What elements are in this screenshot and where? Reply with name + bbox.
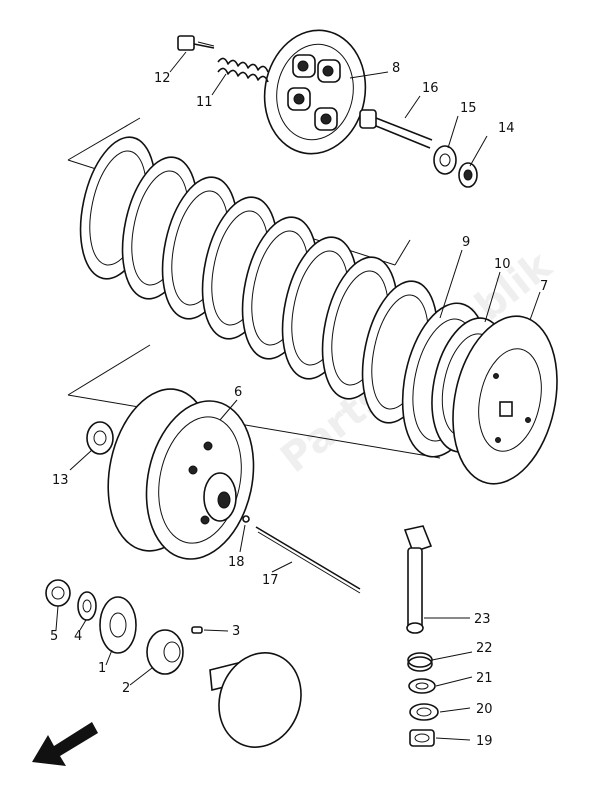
front-direction-arrow (32, 722, 98, 766)
callout-23: 23 (474, 612, 491, 627)
callout-7: 7 (540, 279, 548, 294)
lock-washer (77, 591, 97, 621)
callout-4: 4 (74, 629, 82, 644)
bearing (409, 729, 435, 747)
callout-21: 21 (476, 671, 493, 686)
washer-20 (409, 703, 439, 721)
torsion-spring (407, 652, 433, 672)
oil-seal (408, 678, 436, 694)
woodruff-key (191, 626, 203, 634)
callout-3: 3 (232, 624, 240, 639)
callout-20: 20 (476, 702, 493, 717)
callout-11: 11 (196, 95, 213, 110)
lock-nut (433, 145, 457, 175)
callout-18: 18 (228, 555, 245, 570)
callout-2: 2 (122, 681, 130, 696)
callout-6: 6 (234, 385, 242, 400)
primary-drive-gear (99, 596, 137, 654)
push-rod-long (255, 526, 361, 594)
push-rod (359, 109, 433, 149)
collar (146, 629, 184, 675)
callout-14: 14 (498, 121, 515, 136)
callout-5: 5 (50, 629, 58, 644)
clutch-spring (217, 57, 269, 83)
callout-12: 12 (154, 71, 171, 86)
ball (242, 515, 250, 523)
clutch-plates-stack (79, 136, 439, 424)
crankshaft (209, 652, 302, 748)
washer (458, 162, 478, 188)
clutch-housing (107, 388, 255, 560)
callout-8: 8 (392, 61, 400, 76)
callout-15: 15 (460, 101, 477, 116)
callout-1: 1 (98, 661, 106, 676)
nut (45, 579, 71, 607)
callout-16: 16 (422, 81, 439, 96)
push-lever-shaft (403, 525, 433, 634)
pressure-plate (263, 29, 367, 155)
thrust-washer (86, 421, 114, 455)
callout-19: 19 (476, 734, 493, 749)
callout-22: 22 (476, 641, 493, 656)
leader-lines (55, 51, 541, 741)
callout-labels: 1 2 3 4 5 6 7 8 9 10 11 12 13 14 15 16 1… (50, 61, 548, 749)
bolt (177, 35, 215, 51)
callout-13: 13 (52, 473, 69, 488)
callout-9: 9 (462, 235, 470, 250)
clutch-plate-7 (452, 315, 558, 485)
callout-17: 17 (262, 573, 279, 588)
callout-10: 10 (494, 257, 511, 272)
